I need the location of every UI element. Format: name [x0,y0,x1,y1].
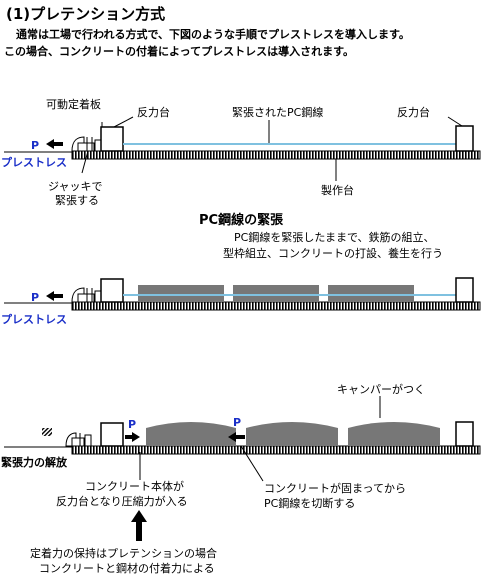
leader-left-abutment [113,116,134,128]
prestress-label: プレストレス [1,312,67,326]
production-bed [71,150,481,160]
release-label: 緊張力の解放 [1,455,68,469]
production-bed [71,301,481,311]
anchorage-note-line-2: コンクリートと鋼材の付着力による [39,561,215,575]
jack-body [77,142,95,152]
jack-body [77,293,95,303]
left-abutment [100,278,124,303]
right-abutment [455,421,474,447]
stage-2-casting: PC鋼線を緊張したままで、鉄筋の組立、 型枠組立、コンクリートの打設、養生を行う… [1,230,481,326]
concrete-note-line-1: コンクリート本体が [85,479,184,493]
camber-label: キャンパーがつく [337,382,425,396]
cambered-member-1 [146,422,236,446]
movable-anchor-plate [84,434,92,447]
strand-label: 緊張されたPC鋼線 [232,105,323,119]
force-label-2: P [233,416,241,429]
concrete-member-3 [328,285,414,302]
force-arrow-1 [125,432,140,442]
intro-line-2: この場合、コンクリートの付着によってプレストレスは導入されます。 [4,45,355,58]
leader-right-abutment [447,116,463,127]
intro-text: 通常は工場で行われる方式で、下図のような手順でプレストレスを導入します。 この場… [4,26,482,60]
force-arrow [46,291,63,301]
jack-label-line-2: 緊張する [55,194,99,207]
jack-body [71,437,85,447]
leader-cut [240,445,264,482]
cut-note-line-1: コンクリートが固まってから [264,481,406,495]
concrete-member-2 [233,285,319,302]
right-abutment-label: 反力台 [397,105,430,119]
right-abutment [455,125,474,152]
cambered-member-2 [246,422,338,446]
released-marker [42,428,52,436]
section-title-strand-tensioning: PC鋼線の緊張 [199,213,284,228]
right-abutment [455,277,474,303]
page-title: (1)プレテンション方式 [6,5,166,23]
left-abutment [100,126,124,152]
leader-jack [81,150,89,174]
force-arrow [46,139,63,149]
cut-note-line-2: PC鋼線を切断する [264,496,355,510]
jack-label-line-1: ジャッキで [48,180,102,193]
concrete-member-1 [138,285,224,302]
production-bed [71,445,481,455]
up-arrow [131,510,147,541]
casting-note-line-1: PC鋼線を緊張したままで、鉄筋の組立、 [234,230,435,244]
stage-1-tensioning: P プレストレス 可動定着板 反力台 緊張されたPC鋼線 反力台 ジャッキで 緊… [1,97,481,207]
force-arrow-2 [228,432,245,442]
prestress-label: プレストレス [1,155,67,169]
left-abutment [100,422,124,447]
force-label-1: P [128,418,136,431]
bed-label: 製作台 [321,183,354,197]
force-label: P [31,139,39,152]
concrete-note-line-2: 反力台となり圧縮力が入る [56,494,188,508]
intro-line-1: 通常は工場で行われる方式で、下図のような手順でプレストレスを導入します。 [16,28,410,41]
anchorage-note-line-1: 定着力の保持はプレテンションの場合 [30,546,217,560]
left-abutment-label: 反力台 [137,105,170,119]
force-label: P [31,291,39,304]
casting-note-line-2: 型枠組立、コンクリートの打設、養生を行う [223,246,443,260]
cambered-member-3 [348,422,440,446]
movable-anchor-plate-label: 可動定着板 [46,97,101,111]
stage-3-release: キャンパーがつく P P 緊張力の解放 コンクリート本体が 反力台となり圧縮力が… [1,382,481,575]
